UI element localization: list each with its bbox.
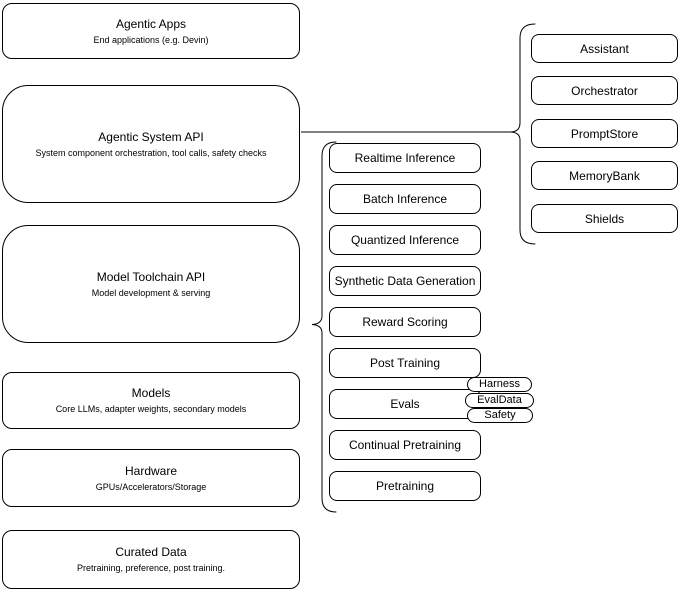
box-subtitle: End applications (e.g. Devin) — [93, 34, 209, 45]
box-title: Agentic System API — [98, 129, 204, 144]
box-title: Models — [131, 386, 171, 400]
box-label: Orchestrator — [571, 83, 638, 98]
box-subtitle: Core LLMs, adapter weights, secondary mo… — [55, 404, 247, 414]
box-memorybank: MemoryBank — [531, 161, 678, 190]
box-models: Models Core LLMs, adapter weights, secon… — [2, 372, 300, 429]
tag-harness: Harness — [467, 377, 532, 392]
box-label: MemoryBank — [569, 168, 640, 183]
box-evals: Evals — [329, 389, 481, 419]
box-orchestrator: Orchestrator — [531, 76, 678, 105]
tag-label: EvalData — [477, 394, 522, 406]
tag-label: Safety — [484, 409, 516, 421]
box-curated-data: Curated Data Pretraining, preference, po… — [2, 530, 300, 589]
box-quantized-inference: Quantized Inference — [329, 225, 481, 255]
box-label: Continual Pretraining — [348, 438, 462, 452]
box-subtitle: Pretraining, preference, post training. — [76, 563, 226, 573]
box-subtitle: Model development & serving — [91, 287, 211, 298]
box-post-training: Post Training — [329, 348, 481, 378]
box-label: Batch Inference — [362, 192, 448, 206]
tag-label: Harness — [479, 378, 520, 390]
box-continual-pretraining: Continual Pretraining — [329, 430, 481, 460]
tag-evaldata: EvalData — [465, 393, 534, 408]
box-shields: Shields — [531, 204, 678, 233]
box-title: Model Toolchain API — [96, 269, 206, 284]
box-subtitle: System component orchestration, tool cal… — [35, 147, 267, 158]
box-title: Curated Data — [115, 545, 187, 559]
system-curly-bracket — [510, 23, 536, 245]
box-label: Evals — [390, 397, 420, 411]
box-label: Synthetic Data Generation — [334, 274, 476, 288]
box-pretraining: Pretraining — [329, 471, 481, 501]
box-title: Hardware — [124, 463, 178, 478]
box-label: Reward Scoring — [362, 315, 448, 329]
box-label: Assistant — [580, 41, 629, 56]
box-synthetic-data-generation: Synthetic Data Generation — [329, 266, 481, 296]
box-label: Post Training — [369, 356, 441, 370]
box-assistant: Assistant — [531, 34, 678, 63]
box-model-toolchain-api: Model Toolchain API Model development & … — [2, 225, 300, 343]
box-label: Pretraining — [375, 479, 435, 493]
box-label: Realtime Inference — [354, 151, 456, 165]
box-batch-inference: Batch Inference — [329, 184, 481, 214]
box-title: Agentic Apps — [115, 16, 187, 31]
box-agentic-system-api: Agentic System API System component orch… — [2, 85, 300, 203]
tag-safety: Safety — [467, 408, 533, 423]
box-hardware: Hardware GPUs/Accelerators/Storage — [2, 449, 300, 507]
box-label: Quantized Inference — [350, 233, 460, 247]
box-realtime-inference: Realtime Inference — [329, 143, 481, 173]
box-agentic-apps: Agentic Apps End applications (e.g. Devi… — [2, 3, 300, 59]
box-promptstore: PromptStore — [531, 119, 678, 148]
box-subtitle: GPUs/Accelerators/Storage — [95, 481, 207, 492]
box-label: Shields — [584, 211, 625, 226]
box-label: PromptStore — [570, 126, 639, 141]
box-reward-scoring: Reward Scoring — [329, 307, 481, 337]
toolchain-curly-bracket — [311, 141, 337, 513]
